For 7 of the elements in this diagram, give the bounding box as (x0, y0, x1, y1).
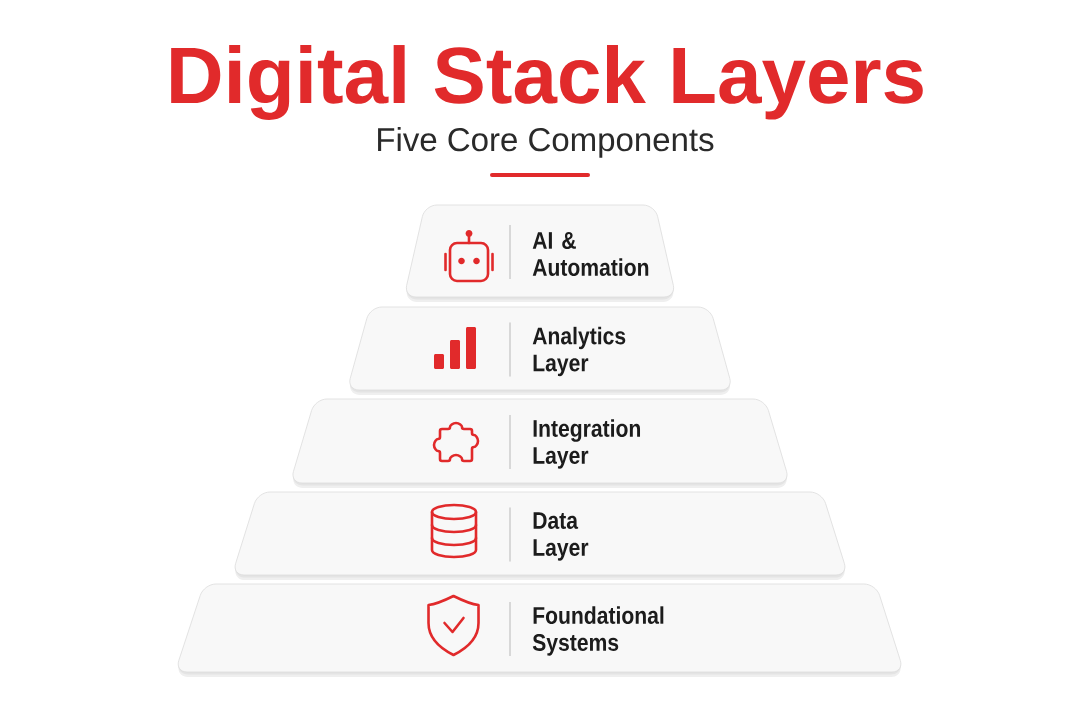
layer-band: AI & Automation (406, 204, 674, 302)
layer-band: Foundational Systems (177, 583, 902, 677)
subtitle: Five Core Components (378, 127, 714, 158)
layer-band: Integration Layer (292, 398, 788, 488)
title: Digital Stack Layers (171, 45, 923, 120)
layer-band: Analytics Layer (349, 306, 731, 395)
layer-band: Data Layer (234, 491, 846, 580)
